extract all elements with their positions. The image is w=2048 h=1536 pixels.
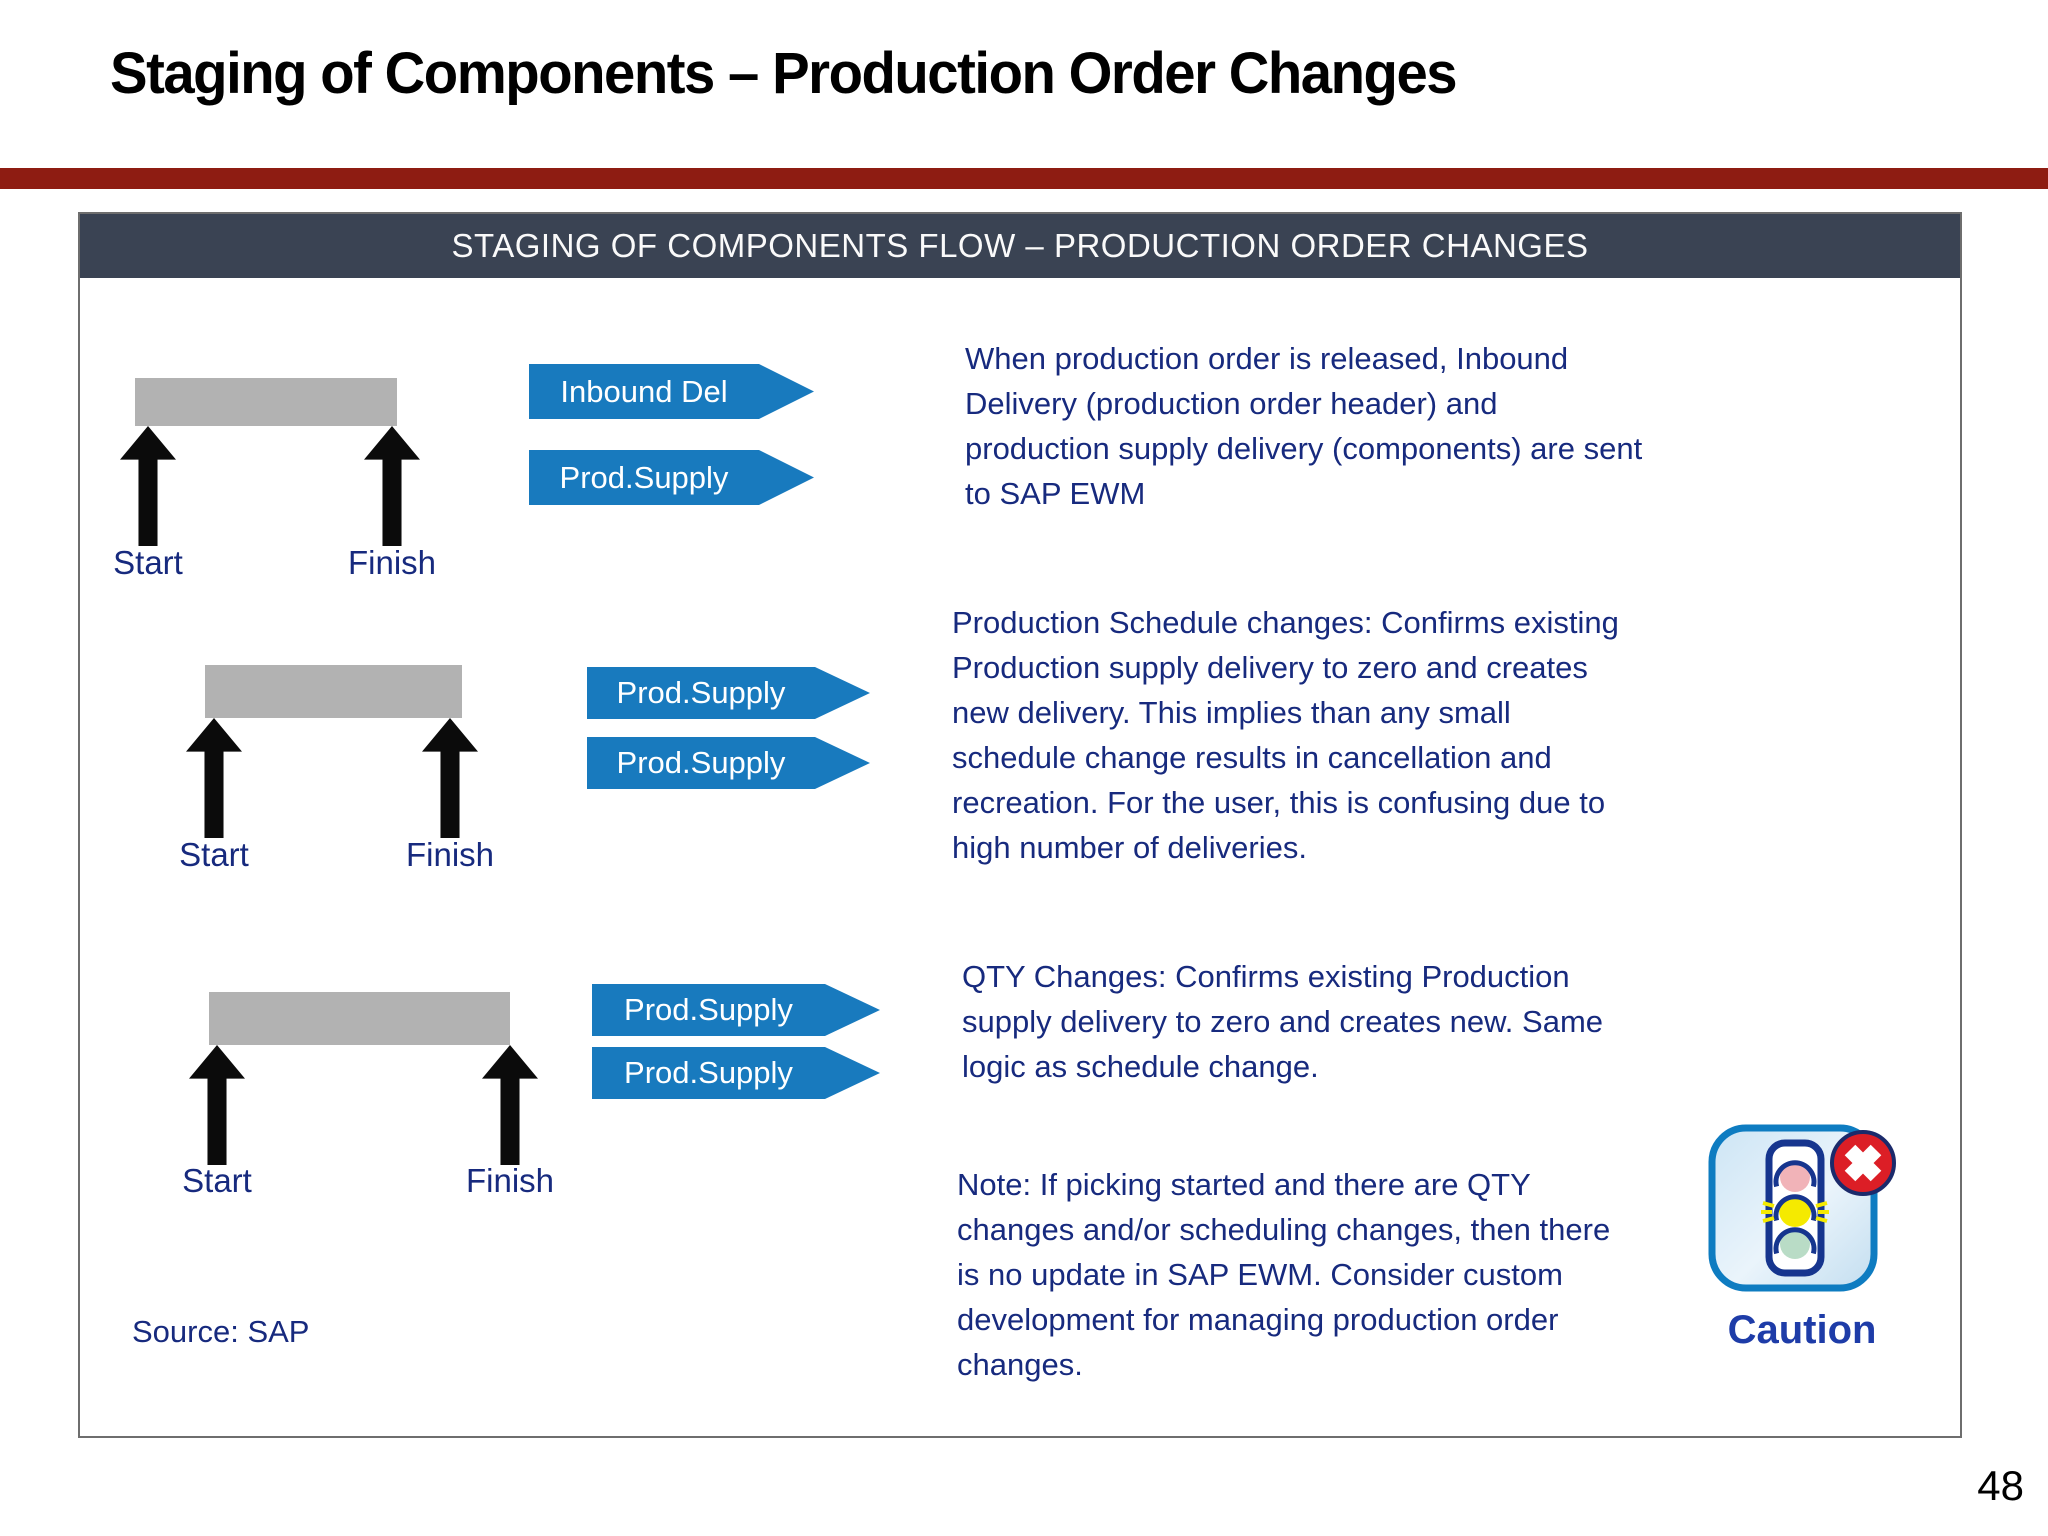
flow-arrow-prod-supply: Prod.Supply [592,1047,880,1099]
flow-arrow-inbound-del: Inbound Del [529,364,814,419]
panel-header: STAGING OF COMPONENTS FLOW – PRODUCTION … [80,214,1960,278]
flow-arrow-prod-supply: Prod.Supply [587,667,870,719]
finish-label-row2: Finish [405,836,495,873]
up-arrow-icon [482,1045,538,1165]
source-label: Source: SAP [132,1314,310,1349]
up-arrow-icon [422,718,478,838]
title-divider [0,168,2048,189]
caution-traffic-light-icon [1706,1119,1898,1305]
start-label-row3: Start [182,1162,252,1199]
page-title: Staging of Components – Production Order… [110,41,1458,106]
timeline-bar-row3 [209,992,510,1045]
row1-description: When production order is released, Inbou… [965,341,1643,511]
flow-arrow-prod-supply: Prod.Supply [529,450,814,505]
note-text: Note: If picking started and there are Q… [957,1167,1611,1382]
up-arrow-icon [189,1045,245,1165]
finish-label-row3: Finish [465,1162,555,1199]
flow-panel: STAGING OF COMPONENTS FLOW – PRODUCTION … [78,212,1962,1438]
finish-label-row1: Finish [347,544,437,581]
caution-label: Caution [1727,1308,1877,1352]
page-number: 48 [1977,1462,2024,1509]
timeline-bar-row1 [135,378,397,426]
up-arrow-icon [364,426,420,546]
start-label-row1: Start [113,544,183,581]
flow-arrow-prod-supply: Prod.Supply [592,984,880,1036]
row2-description: Production Schedule changes: Confirms ex… [952,605,1619,865]
flow-arrow-prod-supply: Prod.Supply [587,737,870,789]
start-label-row2: Start [179,836,249,873]
up-arrow-icon [186,718,242,838]
up-arrow-icon [120,426,176,546]
row3-description: QTY Changes: Confirms existing Productio… [962,959,1604,1084]
timeline-bar-row2 [205,665,462,718]
